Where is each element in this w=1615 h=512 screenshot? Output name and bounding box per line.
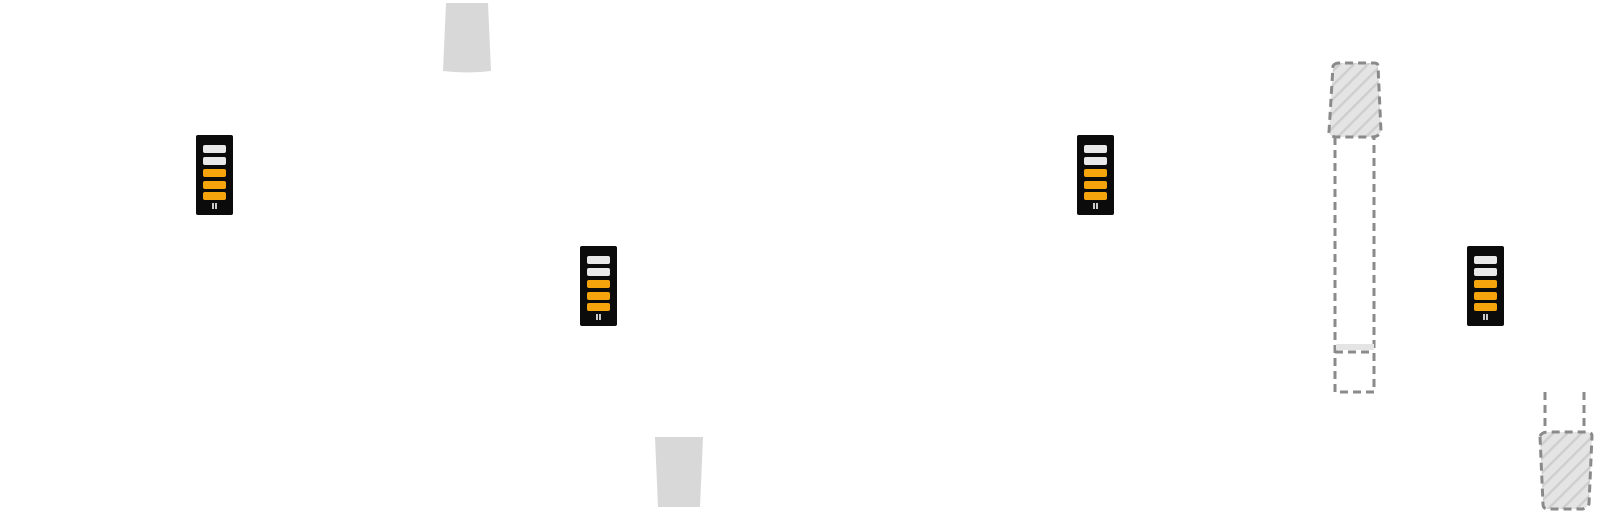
meter-segment <box>203 157 226 165</box>
ghost-rail-bottom-right <box>1536 392 1596 512</box>
meter-segment <box>1084 181 1107 189</box>
level-meter: II <box>1467 246 1504 326</box>
meter-segment <box>203 169 226 177</box>
meter-segment <box>1474 256 1497 264</box>
cup-top[interactable] <box>442 3 492 73</box>
level-meter: II <box>580 246 617 326</box>
meter-segment <box>587 303 610 311</box>
meter-segment <box>203 181 226 189</box>
meter-segment <box>1084 192 1107 200</box>
ghost-rail-track <box>1326 61 1386 394</box>
meter-segment <box>587 256 610 264</box>
level-meter: II <box>196 135 233 215</box>
meter-label: II <box>211 202 218 211</box>
meter-segment <box>1084 157 1107 165</box>
meter-segment <box>587 292 610 300</box>
meter-segment <box>203 145 226 153</box>
meter-segment <box>1084 169 1107 177</box>
meter-segment <box>1474 303 1497 311</box>
meter-segment <box>587 268 610 276</box>
meter-label: II <box>1482 313 1489 322</box>
meter-segment <box>1084 145 1107 153</box>
level-meter: II <box>1077 135 1114 215</box>
meter-segment <box>1474 268 1497 276</box>
ghost-cup-bottom <box>1538 430 1594 511</box>
meter-segment <box>587 280 610 288</box>
meter-segment <box>1474 292 1497 300</box>
meter-label: II <box>595 313 602 322</box>
ghost-cup-top <box>1327 61 1383 139</box>
ghost-rail <box>1333 137 1376 394</box>
meter-segment <box>1474 280 1497 288</box>
ghost-rail-band <box>1336 344 1374 350</box>
meter-label: II <box>1092 202 1099 211</box>
meter-segment <box>203 192 226 200</box>
cup-bottom[interactable] <box>654 437 704 507</box>
